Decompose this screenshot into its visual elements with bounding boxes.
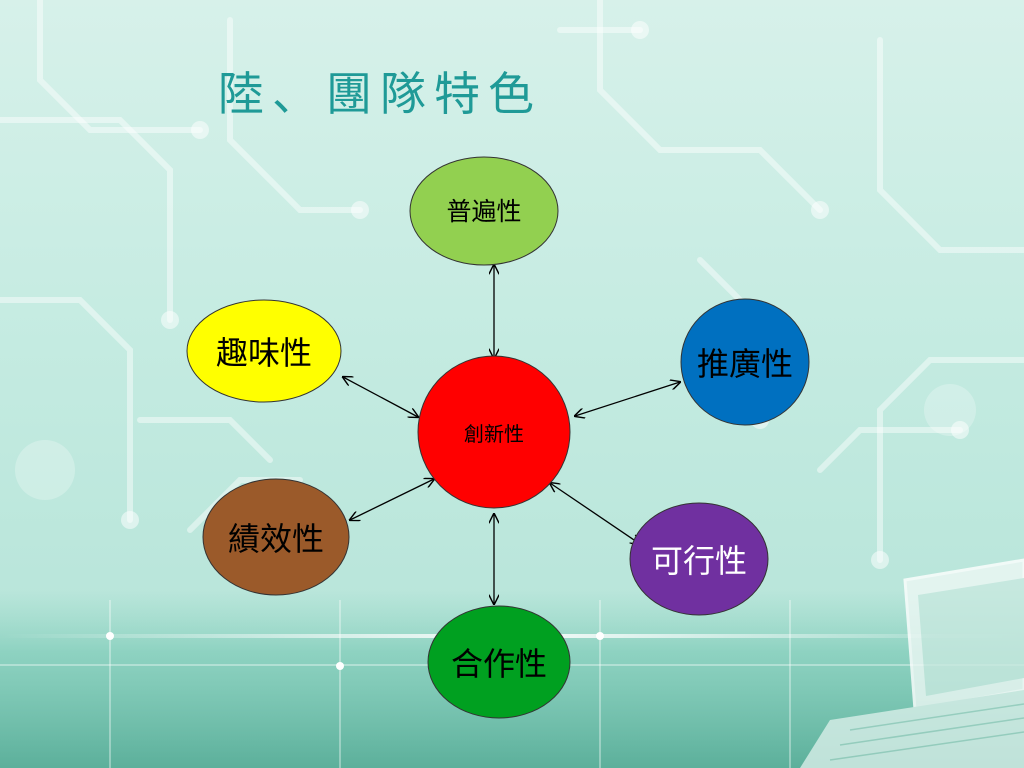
arrow-feasibility	[550, 483, 640, 544]
node-performance: 績效性	[202, 478, 350, 596]
arrow-fun	[343, 377, 418, 417]
center-node-label: 創新性	[464, 422, 524, 446]
node-universality-label: 普遍性	[446, 197, 521, 226]
node-cooperation-shape	[427, 605, 571, 719]
slide-title: 陸、團隊特色	[218, 67, 542, 121]
node-fun-label: 趣味性	[216, 334, 312, 372]
center-node-circle	[417, 355, 571, 509]
node-feasibility: 可行性	[629, 502, 769, 616]
arrow-performance	[350, 479, 434, 520]
node-feasibility-label: 可行性	[651, 542, 747, 580]
node-promotion: 推廣性	[680, 298, 810, 426]
node-fun-shape	[186, 299, 342, 403]
node-promotion-label: 推廣性	[697, 345, 793, 383]
center-node-innovation: 創新性	[417, 355, 571, 509]
node-cooperation-label: 合作性	[451, 645, 547, 683]
node-fun: 趣味性	[186, 299, 342, 403]
node-cooperation: 合作性	[427, 605, 571, 719]
node-universality-shape	[409, 156, 559, 266]
arrow-promotion	[575, 382, 680, 416]
node-feasibility-shape	[629, 502, 769, 616]
node-universality: 普遍性	[409, 156, 559, 266]
node-performance-label: 績效性	[228, 520, 324, 558]
node-promotion-shape	[680, 298, 810, 426]
node-performance-shape	[202, 478, 350, 596]
